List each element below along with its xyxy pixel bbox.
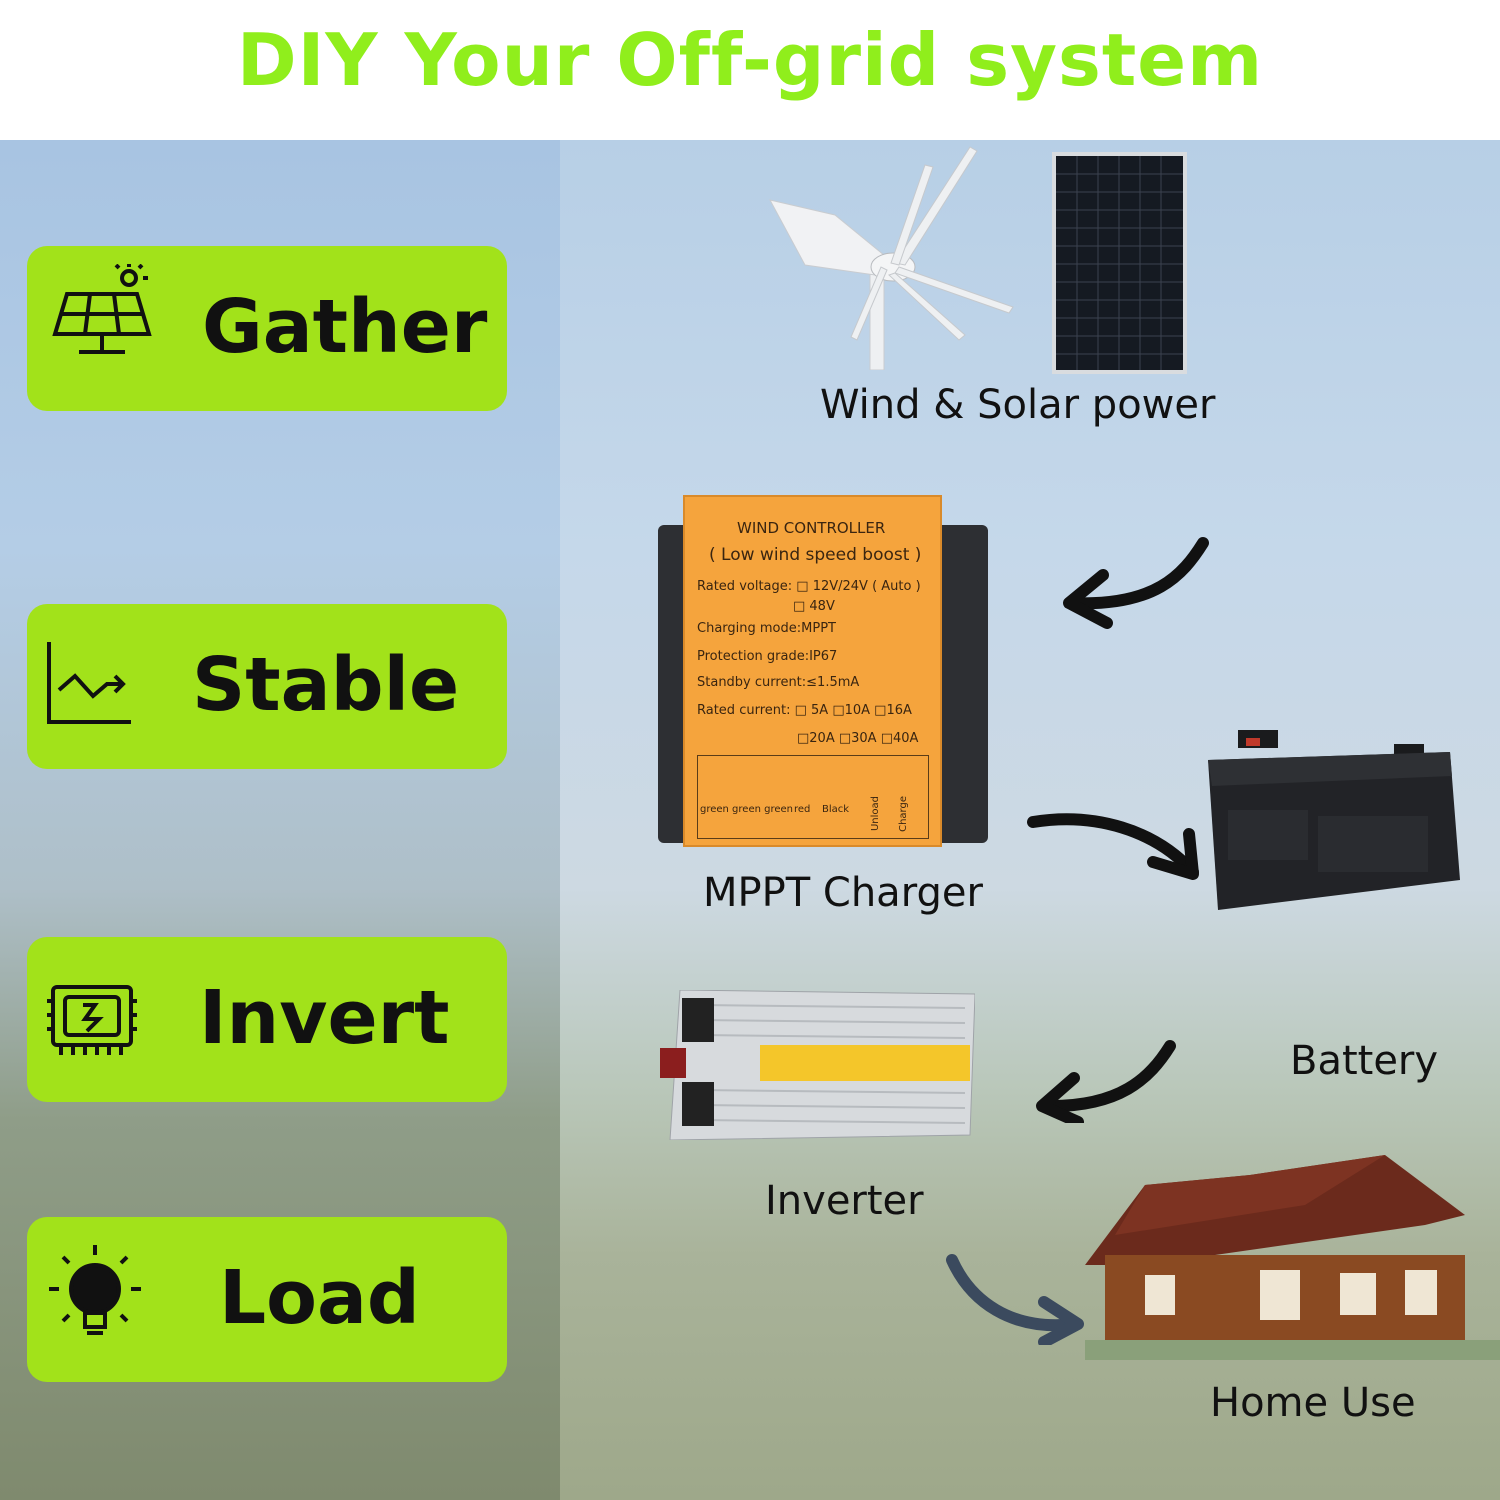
controller-rated-voltage-alt: □ 48V [793,599,835,614]
solar-panel-icon [49,263,159,368]
arrow-to-battery [1027,813,1199,880]
trend-chart-icon [45,640,135,734]
feature-card-stable: Stable [27,604,507,769]
light-bulb-icon [45,1241,145,1355]
terminal-red-label: red [794,804,811,815]
controller-title: WIND CONTROLLER [737,519,886,537]
mppt-controller-image: WIND CONTROLLER ( Low wind speed boost )… [658,495,988,847]
inverter-image [660,989,976,1141]
controller-terminal-box: green green green red Black Unload Charg… [697,755,929,839]
feature-card-load: Load [27,1217,507,1382]
controller-charging-mode: Charging mode:MPPT [697,621,836,636]
arrow-to-home [946,1254,1084,1345]
feature-label: Invert [199,975,450,1061]
feature-label: Load [219,1255,420,1341]
controller-subtitle: ( Low wind speed boost ) [709,545,922,565]
mppt-caption: MPPT Charger [703,870,983,916]
controller-protection: Protection grade:IP67 [697,649,838,664]
feature-label: Stable [192,642,460,728]
inverter-caption: Inverter [765,1178,924,1224]
arrow-to-inverter [1036,1040,1176,1123]
controller-label-plate: WIND CONTROLLER ( Low wind speed boost )… [683,495,942,847]
arrow-to-controller [1063,537,1209,629]
wind-solar-caption: Wind & Solar power [820,382,1216,428]
controller-rated-voltage: Rated voltage: □ 12V/24V ( Auto ) [697,579,921,594]
page-title: DIY Your Off-grid system [236,18,1264,102]
terminal-unload-label: Unload [870,796,881,832]
controller-standby: Standby current:≤1.5mA [697,675,860,690]
inverter-chip-icon [47,979,139,1063]
terminal-charge-label: Charge [898,796,909,832]
home-use-caption: Home Use [1210,1380,1416,1426]
feature-card-gather: Gather [27,246,507,411]
wind-turbine-image [765,145,1025,371]
controller-rated-current: Rated current: □ 5A □10A □16A [697,703,912,718]
terminal-green-label: green green green [700,804,794,815]
feature-label: Gather [202,284,488,370]
solar-panel-image [1052,152,1187,374]
house-image [1085,1155,1500,1360]
terminal-black-label: Black [822,804,850,815]
battery-caption: Battery [1290,1038,1439,1084]
feature-card-invert: Invert [27,937,507,1102]
battery-image [1208,730,1460,910]
controller-rated-current-alt: □20A □30A □40A [797,731,919,746]
